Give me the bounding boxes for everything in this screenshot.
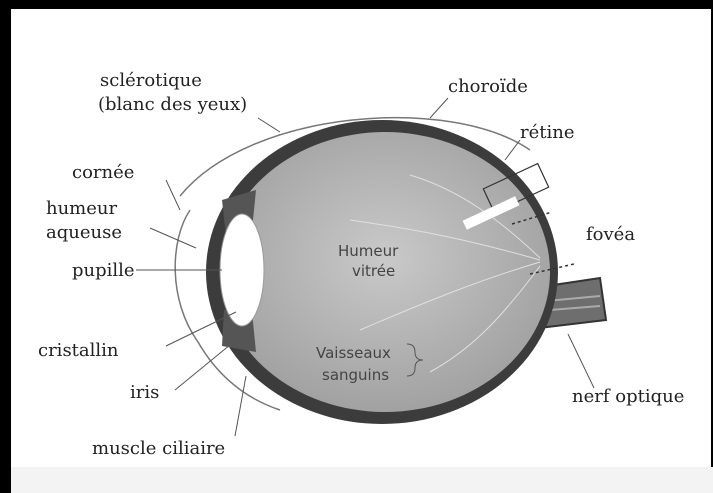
- label-fovea: fovéa: [586, 224, 635, 245]
- label-sclerotique-1: sclérotique: [100, 70, 202, 91]
- label-sclerotique-2: (blanc des yeux): [98, 94, 247, 115]
- label-humeur-aqueuse-1: humeur: [46, 198, 117, 219]
- label-muscle-ciliaire: muscle ciliaire: [92, 438, 225, 459]
- label-vaisseaux-1: Vaisseaux: [316, 344, 391, 362]
- label-humeur-vitree-2: vitrée: [352, 262, 395, 280]
- label-humeur-aqueuse-2: aqueuse: [46, 222, 122, 243]
- label-humeur-vitree-1: Humeur: [338, 242, 399, 260]
- label-iris: iris: [130, 382, 159, 403]
- label-cristallin: cristallin: [38, 340, 119, 361]
- label-pupille: pupille: [72, 260, 135, 281]
- label-vaisseaux-2: sanguins: [322, 366, 389, 384]
- label-nerf-optique: nerf optique: [572, 386, 684, 407]
- label-choroide: choroïde: [448, 76, 528, 97]
- label-retine: rétine: [520, 122, 575, 143]
- lens: [220, 214, 264, 326]
- label-cornee: cornée: [72, 162, 134, 183]
